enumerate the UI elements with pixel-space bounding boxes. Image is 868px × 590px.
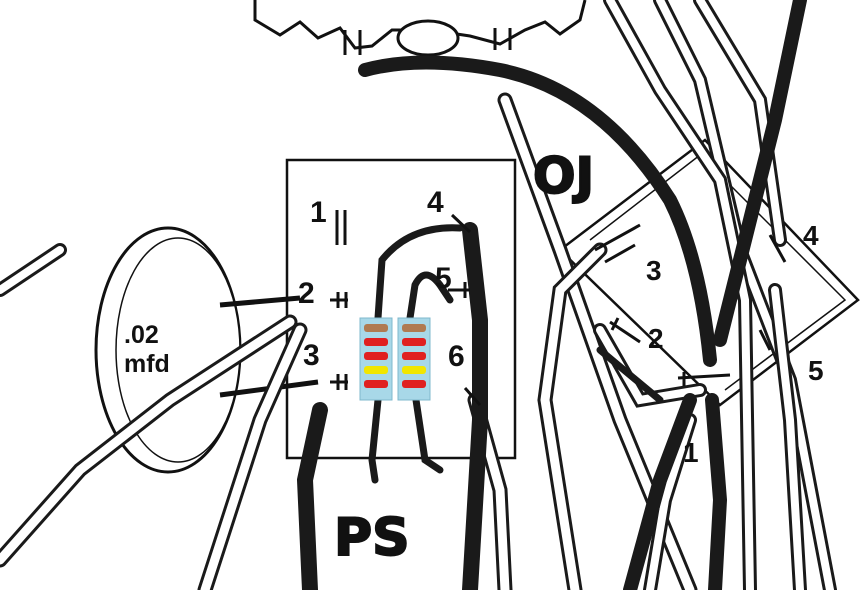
switch-terminal-2: 2 [648,323,664,354]
board-terminal-1: 1 [310,196,327,229]
board-label: PS [334,508,410,568]
resistor-band [364,366,388,374]
resistor-band [364,380,388,388]
resistor-left [359,317,393,401]
switch-terminal-5: 5 [808,355,824,386]
resistor-right [397,317,431,401]
resistor-band [364,352,388,360]
switch-terminal-1: 1 [683,437,699,468]
capacitor-value-line1: .02 [124,321,159,349]
resistor-band [402,338,426,346]
capacitor [94,226,319,474]
board-terminal-5: 5 [435,262,452,295]
resistor-band [364,338,388,346]
board-terminal-2: 2 [298,277,315,310]
switch-terminal-3: 3 [646,255,662,286]
resistor-band [402,366,426,374]
board-lugs [330,210,482,406]
tube-socket [253,0,587,57]
switch-lugs [594,223,787,386]
capacitor-value-line2: mfd [124,350,170,378]
board-terminal-3: 3 [303,339,320,372]
resistor-band [402,352,426,360]
board-terminal-4: 4 [427,186,444,219]
resistor-band [402,324,426,332]
resistors [359,317,431,401]
dark-wires [296,0,807,590]
switch-terminal-4: 4 [803,220,819,251]
resistor-band [402,380,426,388]
switch-label: OJ [533,147,594,205]
resistor-band [364,324,388,332]
board-terminal-6: 6 [448,340,465,373]
